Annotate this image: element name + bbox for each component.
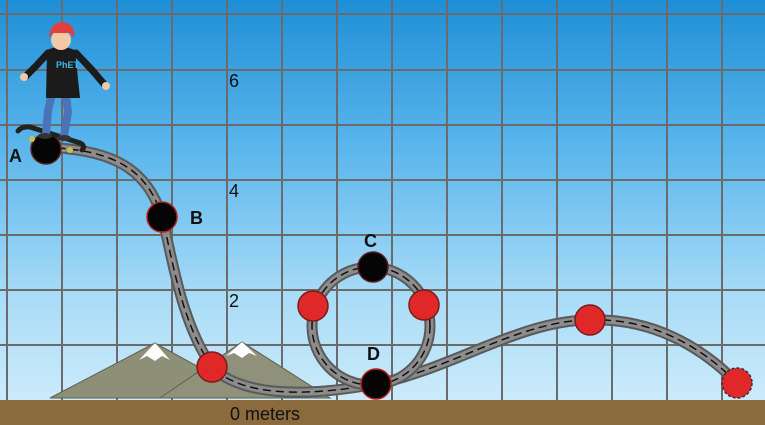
grid-label-0-meters: 0 meters: [230, 404, 300, 424]
grid-label-6m: 6: [229, 71, 239, 91]
control-point-red[interactable]: [408, 289, 440, 321]
control-point-c[interactable]: [357, 251, 389, 283]
grid-label-2m: 2: [229, 291, 239, 311]
grid-label-4m: 4: [229, 181, 239, 201]
ground: [0, 400, 765, 425]
point-label-c: C: [364, 231, 377, 251]
mountains-background: [49, 341, 332, 399]
point-label-a: A: [9, 146, 22, 166]
control-point-red[interactable]: [297, 290, 329, 322]
measurement-grid: [0, 0, 765, 400]
point-label-d: D: [367, 344, 380, 364]
point-label-b: B: [190, 208, 203, 228]
skateboarder-icon[interactable]: PhET: [15, 22, 110, 153]
track-control-points[interactable]: [30, 133, 753, 400]
control-point-red[interactable]: [196, 351, 228, 383]
track-end-point[interactable]: [721, 367, 753, 399]
control-point-d[interactable]: [360, 368, 392, 400]
control-point-red[interactable]: [574, 304, 606, 336]
skater-shirt-logo: PhET: [56, 60, 80, 70]
control-point-b[interactable]: [146, 201, 178, 233]
